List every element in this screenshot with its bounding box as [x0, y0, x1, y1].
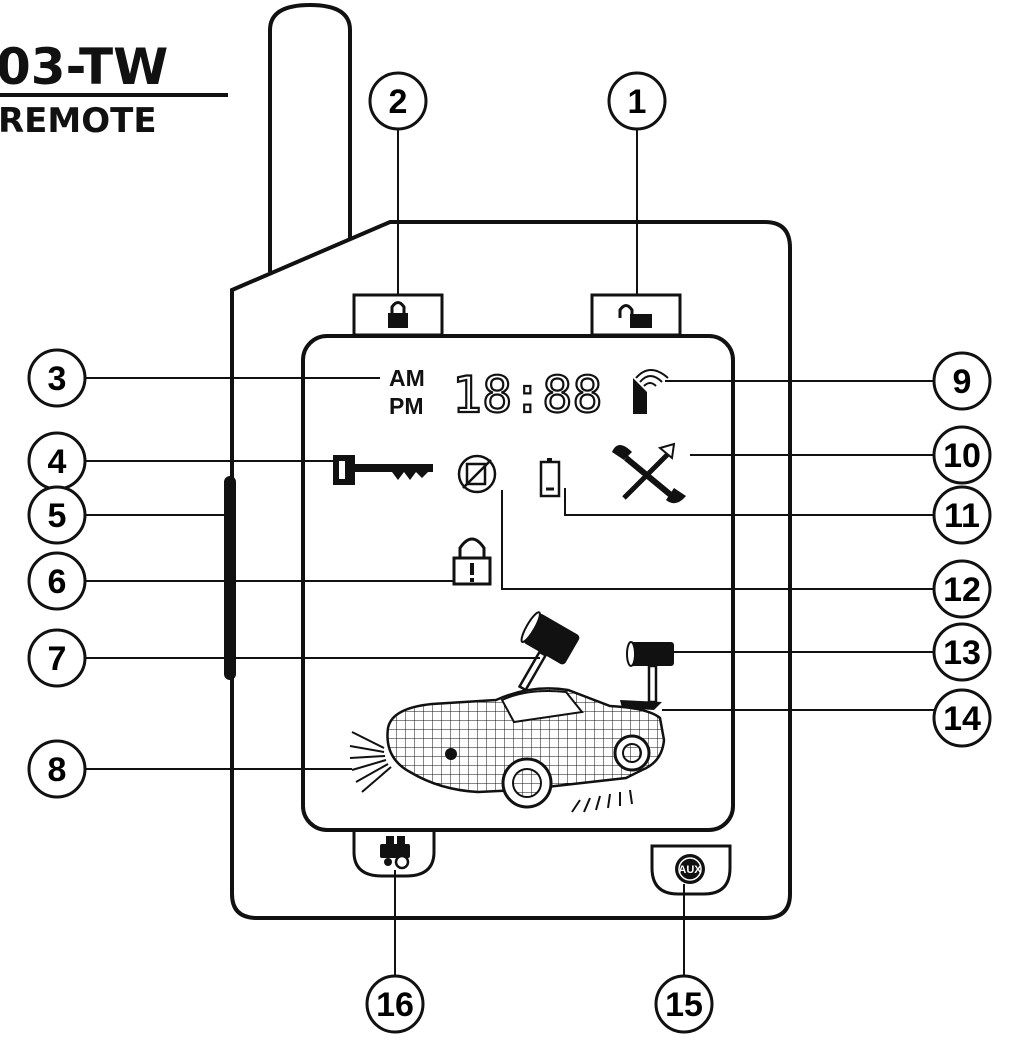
callout-7: 7	[27, 628, 87, 688]
callout-8: 8	[27, 739, 87, 799]
callout-12: 12	[932, 559, 992, 619]
shock-hammer-icon	[517, 611, 580, 692]
svg-text:5: 5	[48, 497, 67, 535]
pager-signal-icon	[633, 369, 669, 414]
svg-text:2: 2	[389, 83, 408, 121]
svg-text:11: 11	[944, 497, 980, 535]
svg-text:13: 13	[943, 634, 981, 672]
callout-1: 1	[607, 71, 667, 131]
mute-speaker-icon	[457, 454, 497, 494]
svg-text:4: 4	[48, 443, 67, 481]
aux-button[interactable]: AUX	[650, 844, 732, 896]
tools-icon	[612, 442, 686, 504]
engine-start-button[interactable]	[352, 826, 436, 878]
unlock-button[interactable]	[590, 293, 682, 337]
svg-text:16: 16	[376, 986, 414, 1024]
car-icon	[386, 687, 666, 809]
unlock-icon	[618, 304, 652, 328]
am-indicator: AM	[389, 365, 425, 391]
lock-button[interactable]	[352, 293, 444, 337]
antenna	[268, 2, 352, 272]
svg-text:15: 15	[665, 986, 703, 1024]
alert-lock-icon	[452, 537, 492, 586]
battery-icon	[539, 458, 561, 498]
alarm-rays-icon	[349, 731, 633, 813]
callout-4: 4	[27, 431, 87, 491]
model-title: 03-TW	[0, 38, 168, 96]
side-button[interactable]	[224, 476, 236, 680]
callout-2: 2	[368, 71, 428, 131]
key-icon	[333, 455, 433, 485]
svg-text:12: 12	[943, 571, 981, 609]
callout-9: 9	[932, 351, 992, 411]
svg-text:1: 1	[628, 83, 647, 121]
svg-text:8: 8	[48, 751, 67, 789]
clock-display: 18:88	[452, 366, 603, 424]
callout-10: 10	[932, 425, 992, 485]
svg-text:14: 14	[943, 700, 981, 738]
pm-indicator: PM	[389, 393, 424, 419]
leader-lines	[85, 127, 934, 976]
engine-start-icon	[380, 836, 410, 870]
callout-11: 11	[932, 485, 992, 545]
callout-16: 16	[365, 974, 425, 1034]
callout-14: 14	[932, 688, 992, 748]
aux-label: AUX	[678, 864, 702, 876]
svg-text:6: 6	[48, 563, 67, 601]
callout-15: 15	[654, 974, 714, 1034]
model-subtitle: REMOTE	[0, 101, 157, 141]
lock-icon	[388, 301, 408, 328]
svg-text:7: 7	[48, 640, 67, 678]
callout-6: 6	[27, 551, 87, 611]
svg-text:10: 10	[943, 437, 981, 475]
svg-text:9: 9	[953, 363, 972, 401]
light-shock-icon	[626, 641, 674, 704]
callout-5: 5	[27, 485, 87, 545]
callout-13: 13	[932, 622, 992, 682]
svg-text:3: 3	[48, 360, 67, 398]
callout-3: 3	[27, 348, 87, 408]
